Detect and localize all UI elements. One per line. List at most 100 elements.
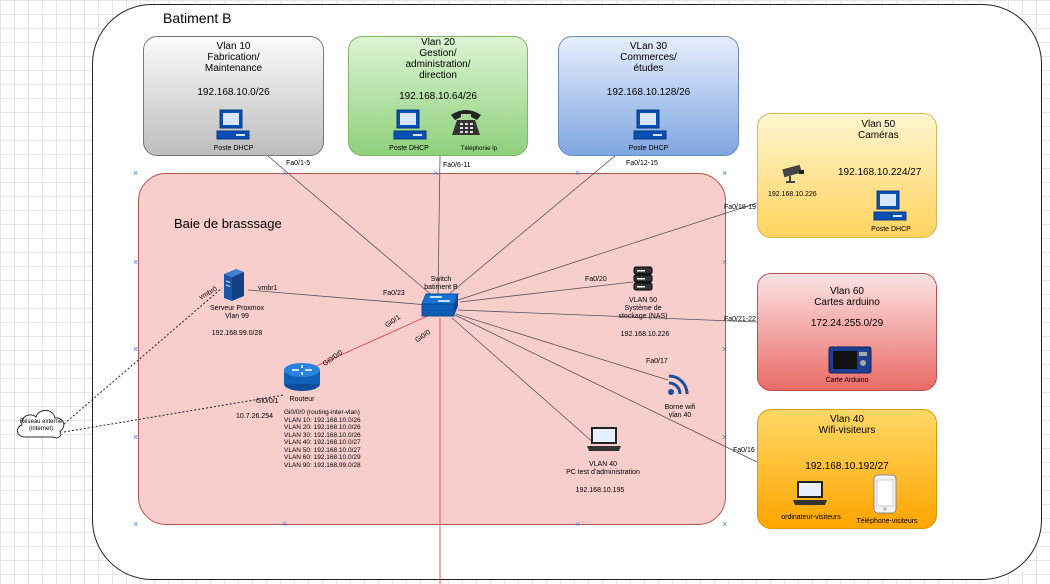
vlan20-name: Vlan 20 Gestion/ administration/ directi… (405, 37, 471, 81)
vlan50-name: Vlan 50 Caméras (858, 119, 899, 141)
vlan20-device-label: Poste DHCP (389, 145, 429, 152)
link-vlan60-switch (457, 309, 758, 323)
vlan50-device-label: Poste DHCP (871, 226, 911, 233)
route-entry: VLAN 40: 192.168.10.0/27 (284, 439, 361, 446)
route-entry: VLAN 50: 192.168.10.0/27 (284, 446, 361, 454)
route-entry: VLAN 10: 192.168.10.0/26 (284, 416, 361, 424)
switch-icon[interactable] (420, 292, 460, 318)
link-nas-switch (459, 281, 634, 303)
anchor-marker: × (133, 519, 139, 529)
link-wifi-switch (455, 313, 669, 381)
link-vlan50-switch (457, 202, 758, 301)
port-label: Fa0/21-22 (724, 316, 756, 323)
smartphone-icon (873, 474, 897, 514)
anchor-marker: × (575, 168, 581, 178)
laptop-icon (793, 481, 827, 505)
link-pc-switch (451, 317, 596, 445)
vlan30-device-label: Poste DHCP (628, 145, 669, 152)
vlan20-box[interactable]: Vlan 20 Gestion/ administration/ directi… (348, 36, 528, 156)
vlan30-box[interactable]: VLan 30 Commerces/ études 192.168.10.128… (558, 36, 739, 156)
vlan10-network: 192.168.10.0/26 (197, 87, 270, 98)
workstation-icon (393, 109, 427, 140)
anchor-marker: × (722, 168, 728, 178)
port-label: Fa0/6-11 (443, 162, 471, 169)
vlan40-network: 192.168.10.192/27 (805, 461, 889, 472)
vlan40-name: Vlan 40 Wifi-visiteurs (818, 414, 876, 436)
pc-admin-label: VLAN 40 PC test d'administration (566, 461, 640, 476)
proxmox-label: Serveur Proxmox Vlan 99 (209, 305, 265, 320)
route-entry: VLAN 20: 192.168.10.0/26 (284, 424, 361, 431)
port-label: vmbr1 (258, 285, 278, 292)
camera-icon (782, 164, 804, 183)
nas-label: VLAN 50 Système de stockage (NAS) (618, 297, 668, 320)
route-entry: VLAN 30: 192.168.10.0/26 (284, 431, 361, 439)
camera-ip: 192.168.10.226 (768, 191, 817, 198)
nas-storage-icon[interactable] (632, 266, 654, 292)
vlan60-box[interactable]: Vlan 60 Cartes arduino 172.24.255.0/29 C… (757, 273, 937, 391)
arduino-board-icon (828, 346, 872, 374)
port-label: Fa0/16 (733, 447, 755, 454)
anchor-marker: × (722, 344, 728, 354)
anchor-marker: × (282, 519, 288, 529)
anchor-marker: × (433, 168, 439, 178)
port-label: Fa0/20 (585, 276, 607, 283)
patch-bay-area (138, 173, 726, 525)
anchor-marker: × (133, 257, 139, 267)
link-vlan10-switch (267, 155, 435, 298)
link-router-switch (311, 313, 433, 369)
patch-bay-title: Baie de brasssage (174, 216, 282, 231)
link-cloud-proxmox (63, 287, 223, 425)
vlan10-name: Vlan 10 Fabrication/ Maintenance (204, 41, 263, 74)
vlan40-phone-label: Téléphone-visiteurs (856, 518, 918, 525)
laptop-icon[interactable] (586, 426, 622, 452)
workstation-icon (873, 190, 907, 221)
cloud-icon[interactable] (13, 403, 69, 441)
port-label: Fa0/18-19 (724, 204, 756, 211)
port-label: Fa0/1-5 (286, 160, 311, 167)
nas-ip: 192.168.10.226 (620, 331, 670, 338)
proxmox-ip: 192.168.99.0/28 (211, 330, 263, 337)
wifi-label: Borne wifi vlan 40 (664, 404, 696, 419)
route-entry: VLAN 90: 192.168.99.0/28 (284, 461, 361, 469)
vlan50-box[interactable]: Vlan 50 Caméras 192.168.10.224/27 192.16… (757, 113, 937, 238)
port-label: Fa0/17 (646, 358, 668, 365)
workstation-icon (633, 109, 667, 140)
vlan10-device-label: Poste DHCP (213, 145, 254, 152)
switch-label: Switch batiment B (424, 276, 458, 291)
building-title: Batiment B (163, 10, 232, 26)
anchor-marker: × (133, 344, 139, 354)
anchor-marker: × (133, 168, 139, 178)
vlan40-box[interactable]: Vlan 40 Wifi-visiteurs 192.168.10.192/27… (757, 409, 937, 529)
anchor-marker: × (282, 168, 288, 178)
vlan30-network: 192.168.10.128/26 (606, 87, 691, 98)
vlan30-name: VLan 30 Commerces/ études (620, 41, 677, 74)
anchor-marker: × (133, 432, 139, 442)
router-external-ip: 10.7.26.254 (236, 413, 273, 420)
link-proxmox-switch (247, 289, 429, 306)
vlan10-box[interactable]: Vlan 10 Fabrication/ Maintenance 192.168… (143, 36, 324, 156)
vlan60-network: 172.24.255.0/29 (810, 318, 884, 329)
wifi-access-point-icon[interactable] (667, 370, 693, 396)
route-entry: VLAN 60: 192.168.10.0/29 (284, 454, 361, 461)
port-label: Gi0/0/1 (256, 398, 279, 405)
vlan20-network: 192.168.10.64/26 (399, 91, 477, 102)
router-icon[interactable] (282, 360, 322, 392)
vlan60-name: Vlan 60 Cartes arduino (814, 286, 880, 308)
cloud-label: Réseau externe (internet) (19, 419, 63, 432)
vlan60-device-label: Carte Arduino (825, 377, 869, 384)
route-entry: Gi0/0/0 (routing-inter-vlan) (284, 409, 360, 416)
vlan40-laptop-label: ordinateur-visiteurs (781, 514, 841, 521)
server-icon[interactable] (222, 268, 246, 302)
anchor-marker: × (722, 257, 728, 267)
ip-phone-icon (451, 110, 481, 135)
link-vlan40-switch (454, 314, 758, 463)
router-routing-table: Gi0/0/0 (routing-inter-vlan)VLAN 10: 192… (284, 409, 361, 469)
link-vlan20-switch (437, 155, 441, 295)
pc-admin-ip: 192.168.10.195 (575, 487, 625, 494)
port-label: Fa0/12-15 (626, 160, 658, 167)
vlan20-phone-label: Téléphonie Ip (460, 146, 498, 152)
anchor-marker: × (722, 432, 728, 442)
port-label: Fa0/23 (383, 290, 405, 297)
vlan50-network: 192.168.10.224/27 (838, 167, 922, 178)
